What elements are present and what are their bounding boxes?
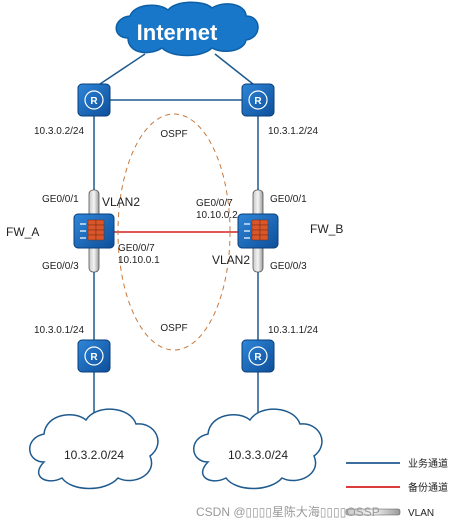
- fw-b-port-left-ip: 10.10.0.2: [196, 210, 238, 221]
- router-top-right-ip: 10.3.1.2/24: [268, 126, 318, 137]
- internet-label: Internet: [137, 20, 218, 45]
- router-bottom-right: R: [241, 339, 275, 373]
- router-bottom-left-ip: 10.3.0.1/24: [34, 325, 84, 336]
- router-icon: [84, 90, 104, 110]
- subnet-right-label: 10.3.3.0/24: [228, 448, 288, 462]
- legend-vlan-swatch: [345, 508, 401, 516]
- fw-a-port-right-ip: 10.10.0.1: [118, 255, 160, 266]
- fw-a-name: FW_A: [6, 225, 39, 239]
- legend-business-label: 业务通道: [408, 457, 448, 470]
- svg-text:R: R: [254, 96, 262, 107]
- link-internet-rtr: [214, 53, 259, 89]
- fw-a-port-top: GE0/0/1: [42, 194, 79, 205]
- fw-b-port-top: GE0/0/1: [270, 194, 307, 205]
- fw-a-vlan: VLAN2: [102, 195, 140, 209]
- svg-text:R: R: [90, 352, 98, 363]
- business-links: [93, 53, 259, 420]
- legend-vlan-label: VLAN: [408, 508, 434, 519]
- internet-cloud: Internet: [115, 1, 259, 57]
- router-top-left-ip: 10.3.0.2/24: [34, 126, 84, 137]
- fw-b-port-bottom: GE0/0/3: [270, 261, 307, 272]
- legend-backup-label: 备份通道: [408, 481, 448, 494]
- fw-b-vlan: VLAN2: [212, 253, 250, 267]
- subnet-cloud-left: 10.3.2.0/24: [29, 408, 159, 490]
- router-bottom-left: R: [77, 339, 111, 373]
- svg-text:R: R: [254, 352, 262, 363]
- subnet-cloud-right: 10.3.3.0/24: [193, 408, 323, 490]
- link-internet-rtl: [93, 53, 146, 89]
- fw-b-name: FW_B: [310, 222, 343, 236]
- router-top-right: R: [241, 83, 275, 117]
- router-top-left: R: [77, 83, 111, 117]
- svg-text:R: R: [90, 96, 98, 107]
- firewall-a: [73, 213, 115, 249]
- firewall-icon: [80, 223, 86, 239]
- ospf-top-label: OSPF: [160, 129, 187, 140]
- watermark: CSDN @▯▯▯▯星陈大海▯▯▯▯OSSP: [196, 504, 380, 519]
- router-bottom-right-ip: 10.3.1.1/24: [268, 325, 318, 336]
- subnet-left-label: 10.3.2.0/24: [64, 448, 124, 462]
- router-icon: [248, 90, 268, 110]
- router-icon: [84, 346, 104, 366]
- router-icon: [248, 346, 268, 366]
- ospf-area: [117, 113, 231, 351]
- fw-a-port-bottom: GE0/0/3: [42, 261, 79, 272]
- ospf-bottom-label: OSPF: [160, 323, 187, 334]
- firewall-b: [237, 213, 279, 249]
- legend: 业务通道 备份通道 VLAN: [345, 457, 448, 519]
- fw-a-port-right: GE0/0/7: [118, 243, 155, 254]
- firewall-icon: [244, 223, 250, 239]
- fw-b-port-left: GE0/0/7: [196, 198, 233, 209]
